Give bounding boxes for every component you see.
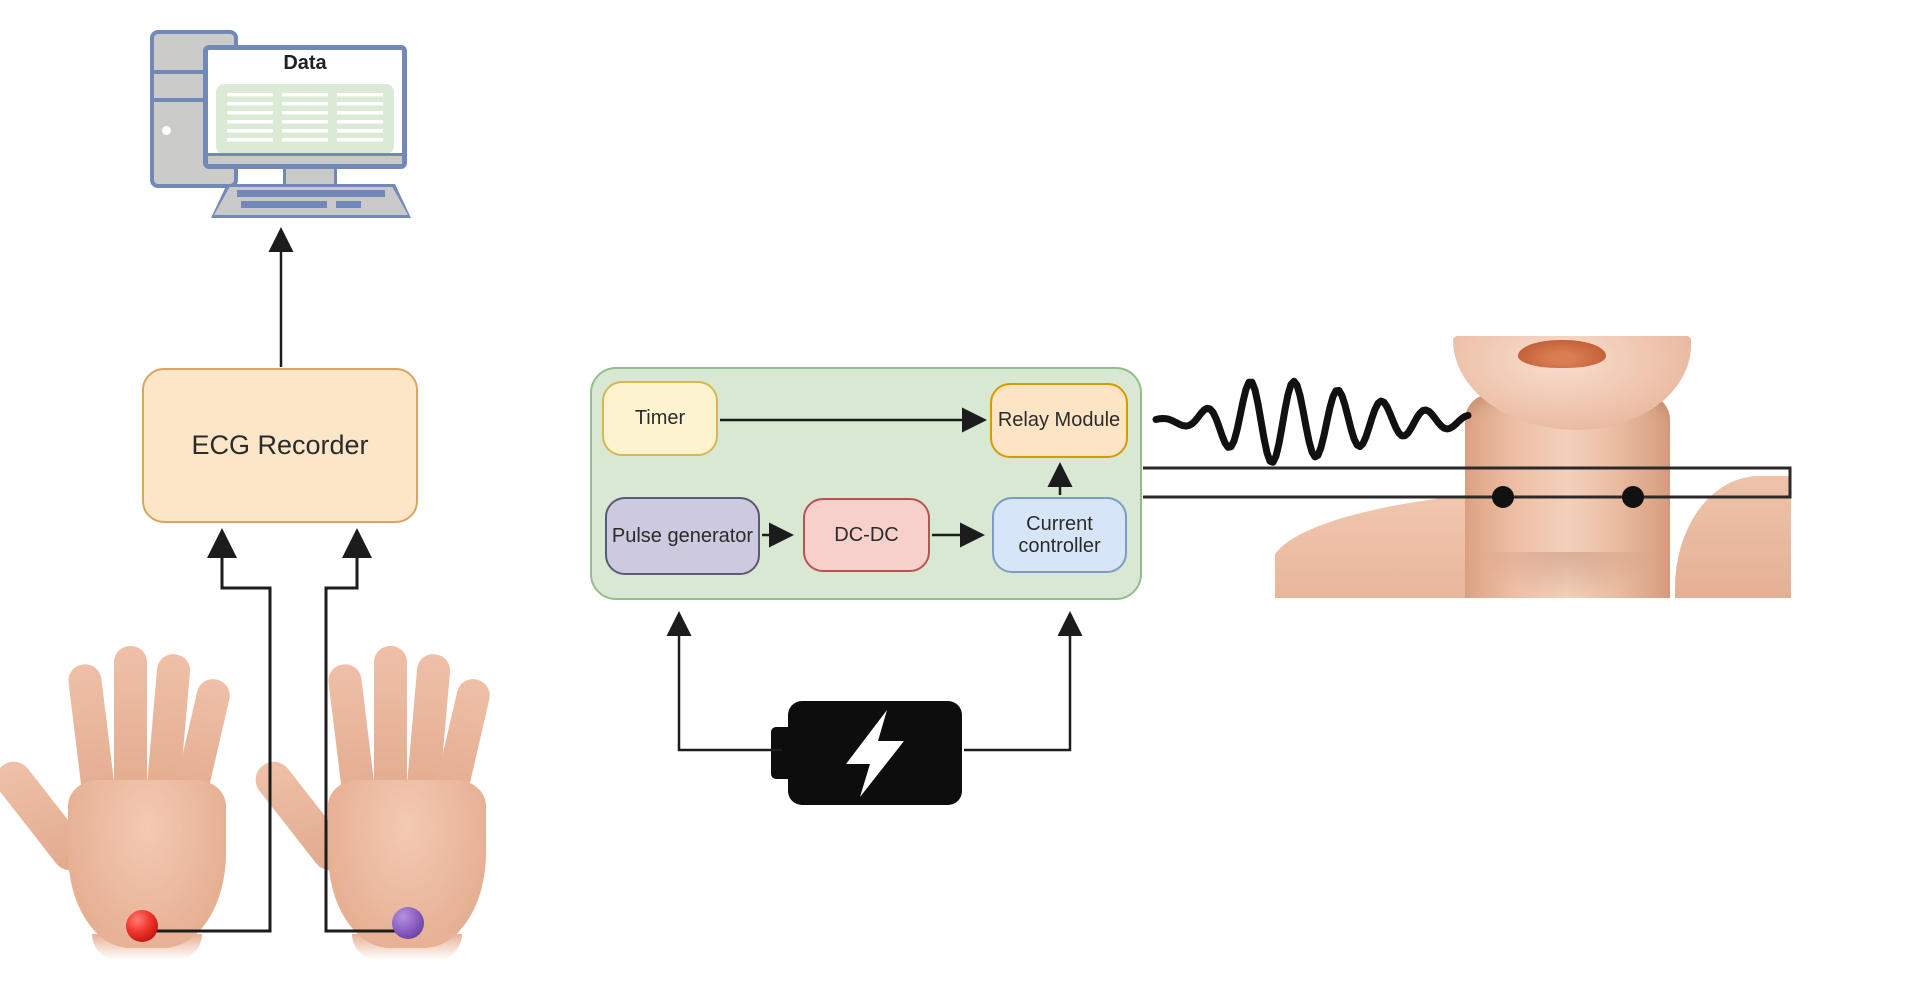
current-controller-label: Current controller <box>1018 512 1101 557</box>
battery-terminal <box>771 727 793 779</box>
ecg-recorder-box: ECG Recorder <box>142 368 418 523</box>
data-column <box>227 93 273 145</box>
keyboard-icon <box>211 184 411 218</box>
computer-monitor-icon: Data <box>203 45 407 169</box>
keyboard-body <box>214 187 408 215</box>
battery-icon <box>788 701 962 805</box>
timer-block: Timer <box>602 381 718 456</box>
right-shoulder <box>1675 476 1791 598</box>
left-hand-image <box>0 646 243 960</box>
monitor-screen-title: Data <box>283 52 327 74</box>
lips <box>1518 340 1606 368</box>
tower-divider <box>154 70 234 74</box>
battery-wire-left <box>666 611 782 752</box>
palm <box>68 780 226 948</box>
neck-photo <box>1275 336 1791 598</box>
dc-dc-label: DC-DC <box>834 523 899 546</box>
relay-module-block: Relay Module <box>990 383 1128 458</box>
right-hand-image <box>248 646 503 960</box>
lightning-bolt-icon <box>846 710 904 797</box>
keyboard-key <box>336 201 362 208</box>
data-column <box>337 93 383 145</box>
timer-label: Timer <box>634 407 686 430</box>
data-column <box>282 93 328 145</box>
palm <box>328 780 486 948</box>
current-controller-block: Current controller <box>992 497 1127 573</box>
keyboard-key-row <box>237 190 385 197</box>
finger <box>374 646 407 798</box>
relay-module-label: Relay Module <box>997 409 1121 432</box>
tower-divider <box>154 98 234 102</box>
wrist <box>352 934 462 960</box>
pulse-generator-label: Pulse generator <box>611 524 754 547</box>
ecg-recorder-label: ECG Recorder <box>191 430 369 461</box>
chest-shading <box>1480 552 1655 598</box>
wrist <box>92 934 202 960</box>
dc-dc-block: DC-DC <box>803 498 930 572</box>
finger <box>114 646 147 798</box>
keyboard-key-row <box>241 201 327 208</box>
tower-power-button <box>162 126 171 135</box>
monitor-bezel <box>208 153 402 164</box>
battery-wire-right <box>964 611 1083 752</box>
monitor-data-panel <box>216 84 394 154</box>
pulse-generator-block: Pulse generator <box>605 497 760 575</box>
